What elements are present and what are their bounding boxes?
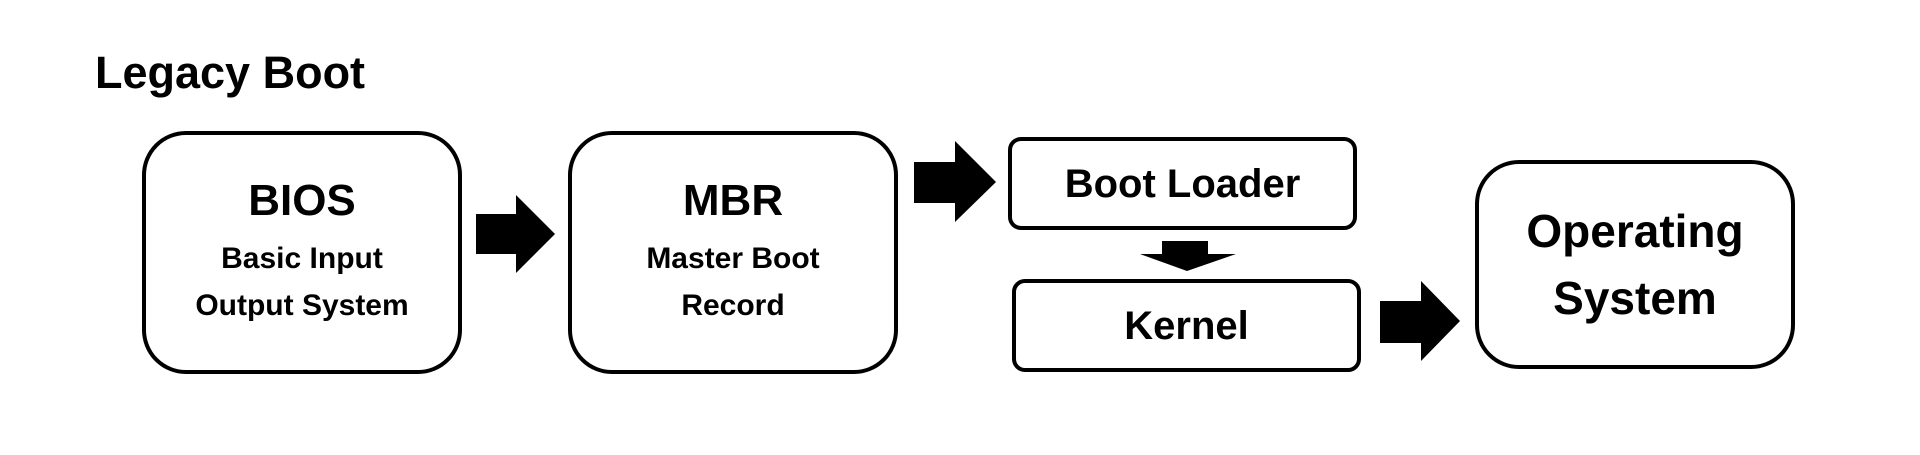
mbr-label: MBR (682, 175, 784, 225)
boot-loader-node: Boot Loader (1008, 137, 1357, 230)
kernel-node: Kernel (1012, 279, 1361, 372)
mbr-subtitle-line1: Master Boot (646, 242, 820, 276)
operating-system-label-line2: System (1553, 271, 1717, 324)
bios-label: BIOS (248, 175, 356, 225)
diagram-title: Legacy Boot (95, 47, 366, 98)
kernel-label: Kernel (1124, 303, 1249, 348)
bios-subtitle-line1: Basic Input (221, 242, 383, 276)
operating-system-node: Operating System (1475, 160, 1795, 369)
arrow-bios-to-mbr (476, 195, 555, 273)
mbr-subtitle-line2: Record (681, 288, 785, 322)
operating-system-label-line1: Operating (1526, 204, 1744, 257)
bios-subtitle-line2: Output System (195, 288, 409, 322)
boot-loader-label: Boot Loader (1064, 161, 1301, 206)
arrow-boot-loader-to-kernel (1140, 241, 1236, 271)
arrow-mbr-to-boot-loader (914, 141, 996, 222)
bios-node: BIOS Basic Input Output System (142, 131, 462, 374)
arrow-kernel-to-os (1380, 281, 1460, 361)
mbr-node: MBR Master Boot Record (568, 131, 898, 374)
